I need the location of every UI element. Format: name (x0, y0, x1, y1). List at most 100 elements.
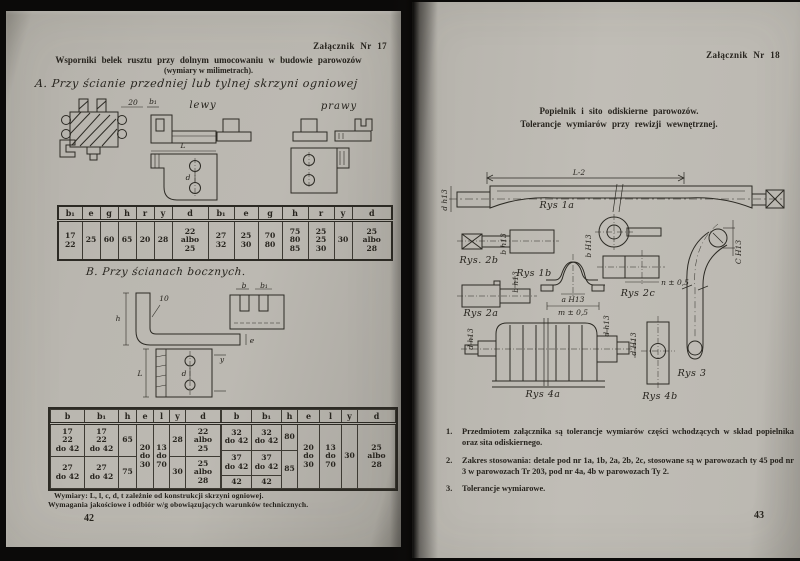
t1-h: b₁ (57, 205, 83, 222)
t2-h: b (221, 409, 252, 425)
t1-h: h (117, 205, 137, 222)
t1-h: y (333, 205, 353, 222)
t2-c: 28 (169, 422, 186, 458)
t1-c: 25 albo 28 (351, 220, 393, 261)
t1-h: e (81, 205, 101, 222)
left-page-title: Wsporniki belek rusztu przy dolnym umoco… (55, 55, 362, 65)
t1-h: y (153, 205, 173, 222)
t1-c: 25 30 (233, 220, 259, 261)
t2-c: 13 do 70 (319, 423, 342, 489)
left-page-subtitle: (wymiary w milimetrach). (163, 66, 254, 75)
dim-d: d (186, 173, 191, 182)
dim-a-H13: a H13 (562, 295, 585, 304)
t2-h: d (357, 409, 396, 425)
appendix-label-17: Załącznik Nr 17 (313, 41, 387, 51)
footnote-quality: Wymagania jakościowe i odbiór w/g obowią… (48, 500, 309, 509)
figure-label-rys1a: Rys 1a (539, 200, 575, 211)
t2-c: 20 do 30 (136, 423, 154, 489)
table1-header-row: b₁ e g h r y d b₁ e g h r y d (57, 205, 393, 222)
t2-c: 25 albo 28 (185, 456, 221, 489)
dim-b-h13-2a: b h13 (511, 271, 520, 293)
label-lewy: lewy (189, 100, 216, 111)
t1-c: 22 albo 25 (171, 220, 209, 261)
t1-c: 27 32 (207, 220, 235, 261)
t2-h: l (153, 409, 170, 425)
t1-c: 60 (99, 220, 119, 261)
dim-20: 20 (127, 98, 138, 107)
t1-h: h (281, 205, 309, 222)
dim-L-2: L-2 (572, 168, 586, 177)
t1-c: 65 (117, 220, 137, 261)
note-text: Przedmiotem załącznika są tolerancje wym… (462, 427, 794, 448)
t2-c: 25 albo 28 (357, 423, 396, 489)
note-item-3: 3. Tolerancje wymiarowe. (446, 483, 794, 494)
t1-c: 30 (333, 220, 353, 261)
section-b-heading: B. Przy ścianach bocznych. (85, 266, 247, 278)
t2-h: y (341, 409, 358, 425)
page-number-43: 43 (754, 510, 764, 521)
t2-h: b₁ (84, 409, 119, 425)
note-text: Tolerancje wymiarowe. (462, 484, 546, 493)
right-page-title-2: Tolerancje wymiarów przy rewizji wewnętr… (520, 119, 718, 129)
dim-n: n ± 0,5 (661, 278, 689, 287)
page-number-42: 42 (84, 513, 94, 524)
dim-d-H13-4b: d H13 (629, 332, 638, 355)
t2-c: 85 (281, 449, 298, 490)
t2-c: 37 do 42 (251, 449, 282, 476)
notes-list: 1. Przedmiotem załącznika są tolerancje … (446, 426, 794, 500)
appendix-label-18: Załącznik Nr 18 (706, 50, 780, 60)
figure-label-rys2a: Rys 2a (463, 308, 499, 319)
dim-L: L (180, 141, 186, 150)
t1-h: e (233, 205, 259, 222)
right-page-title-1: Popielnik i sito odiskierne parowozów. (539, 106, 699, 116)
t2-c: 17 22 do 42 (84, 422, 119, 458)
left-page: Załącznik Nr 17 Wsporniki belek rusztu p… (6, 11, 401, 547)
dim-L: L (137, 369, 143, 378)
section-a-drawing: lewy prawy 20 b₁ L d (59, 97, 373, 201)
dim-b: b (242, 281, 247, 290)
t2-h: b (50, 409, 85, 425)
t2-c: 42 (221, 474, 252, 490)
figure-label-rys2b: Rys. 2b (459, 255, 499, 266)
t2-h: e (297, 409, 320, 425)
dim-b1: b₁ (260, 281, 268, 290)
table2-left-half: b b₁ h e l y d 17 22 do 42 17 22 do 42 6… (50, 409, 221, 489)
t2-h: y (169, 409, 186, 425)
figure-label-rys1b: Rys 1b (515, 268, 551, 279)
footnote-dimensions: Wymiary: L, l, c, d, t zależnie od konst… (54, 491, 264, 500)
t2-c: 17 22 do 42 (50, 422, 85, 458)
table2-right-half: b b₁ h e l y d 32 do 42 32 do 42 80 20 d… (221, 409, 396, 490)
dim-m: m ± 0,5 (558, 308, 588, 317)
t1-c: 25 25 30 (307, 220, 335, 261)
t2-h: e (136, 409, 154, 425)
t2-h: h (118, 409, 137, 425)
dim-d: d (182, 369, 187, 378)
note-text: Zakres stosowania: detale pod nr 1a, 1b,… (462, 455, 794, 476)
note-item-2: 2. Zakres stosowania: detale pod nr 1a, … (446, 455, 794, 478)
figure-label-rys4b: Rys 4b (641, 391, 677, 402)
t2-c: 27 do 42 (50, 456, 85, 489)
dim-d-h13-4a-right: d h13 (602, 315, 611, 337)
section-b-drawing: 10 h e b b₁ d y L (116, 281, 285, 398)
t1-c: 28 (153, 220, 173, 261)
dim-d-h13-4a-left: d h13 (466, 328, 475, 350)
t2-c: 37 do 42 (221, 449, 252, 476)
t2-c: 13 do 70 (153, 423, 170, 489)
t1-h: r (135, 205, 155, 222)
t1-h: d (351, 205, 393, 222)
t1-h: g (257, 205, 283, 222)
dim-C-H13-rys3: C H13 (734, 240, 743, 264)
dim-b-h13-2b: b h13 (499, 233, 508, 255)
table-section-b: b b₁ h e l y d 17 22 do 42 17 22 do 42 6… (48, 407, 398, 491)
label-prawy: prawy (321, 101, 357, 112)
t1-c: 20 (135, 220, 155, 261)
t1-c: 17 22 (57, 220, 83, 261)
figure-label-rys3: Rys 3 (677, 368, 707, 379)
right-page: Załącznik Nr 18 Popielnik i sito odiskie… (412, 2, 800, 558)
t1-c: 25 (81, 220, 101, 261)
figure-label-rys4a: Rys 4a (525, 389, 561, 400)
dim-e: e (250, 336, 255, 345)
t2-c: 30 (341, 423, 358, 489)
table-section-a: b₁ e g h r y d b₁ e g h r y d 17 22 25 6… (57, 205, 393, 261)
t2-c: 65 (118, 422, 137, 458)
